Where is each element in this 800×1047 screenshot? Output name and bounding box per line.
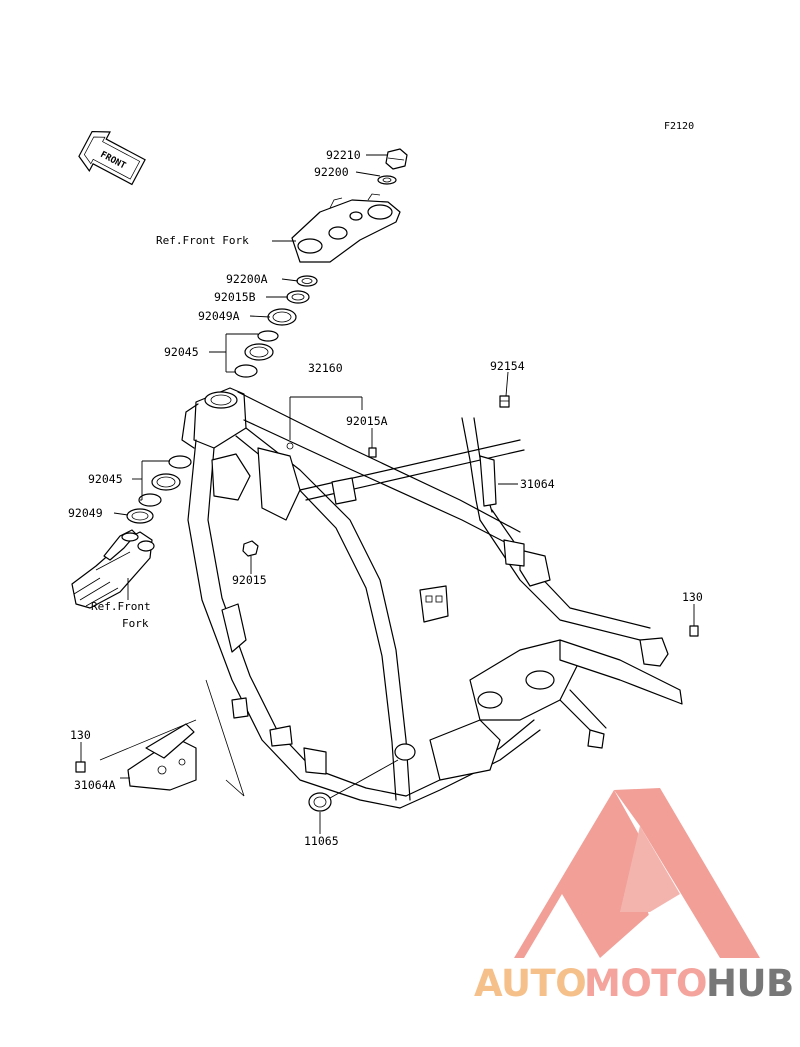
lower-seal	[126, 508, 154, 524]
front-direction-arrow-icon: FRONT	[78, 130, 146, 186]
lower-triple-clamp	[71, 529, 155, 609]
label-92015: 92015	[232, 573, 267, 587]
bolt-130-left	[75, 761, 86, 773]
label-130-right: 130	[682, 590, 703, 604]
main-frame	[181, 387, 683, 809]
lower-bearing-set	[138, 455, 192, 507]
ref-front-fork-top: Ref.Front Fork	[156, 234, 249, 247]
upper-bearing-set	[234, 330, 279, 378]
label-92210: 92210	[326, 148, 361, 162]
label-92045-upper: 92045	[164, 345, 199, 359]
label-92045-lower: 92045	[88, 472, 123, 486]
stem-seal-a	[267, 308, 297, 326]
ref-front-fork-bottom-line1: Ref.Front	[91, 600, 151, 613]
label-92015b: 92015B	[214, 290, 256, 304]
frame-bolt-92015a	[368, 447, 377, 458]
watermark-logo-icon	[514, 788, 760, 958]
leader-lines	[80, 154, 695, 834]
label-92049: 92049	[68, 506, 103, 520]
label-130-left: 130	[70, 728, 91, 742]
steering-stem-nut	[385, 148, 408, 170]
label-92200a: 92200A	[226, 272, 268, 286]
ref-front-fork-bottom-line2: Fork	[122, 617, 149, 630]
part-labels: 92210 92200 92200A 92015B 92049A 92045 3…	[68, 148, 703, 848]
bolt-130-right	[689, 625, 699, 637]
watermark-text: AUTO MOTO HUB	[474, 962, 794, 1005]
watermark-hub: HUB	[706, 962, 794, 1005]
stem-nut-b	[286, 290, 310, 304]
grommet-11065	[308, 792, 332, 812]
label-31064: 31064	[520, 477, 555, 491]
bolt-92154	[499, 395, 510, 408]
stem-washer	[377, 175, 397, 185]
watermark-auto: AUTO	[474, 962, 586, 1005]
diagram-code: F2120	[664, 121, 694, 132]
label-11065: 11065	[304, 834, 339, 848]
label-32160: 32160	[308, 361, 343, 375]
label-92200: 92200	[314, 165, 349, 179]
stem-washer-a	[296, 275, 318, 287]
label-92154: 92154	[490, 359, 525, 373]
label-92049a: 92049A	[198, 309, 240, 323]
frame-nut-92015	[242, 540, 259, 557]
bracket-31064a	[99, 679, 245, 797]
label-92015a: 92015A	[346, 414, 388, 428]
upper-triple-clamp	[291, 193, 401, 263]
label-31064a: 31064A	[74, 778, 116, 792]
watermark-moto: MOTO	[584, 962, 707, 1005]
